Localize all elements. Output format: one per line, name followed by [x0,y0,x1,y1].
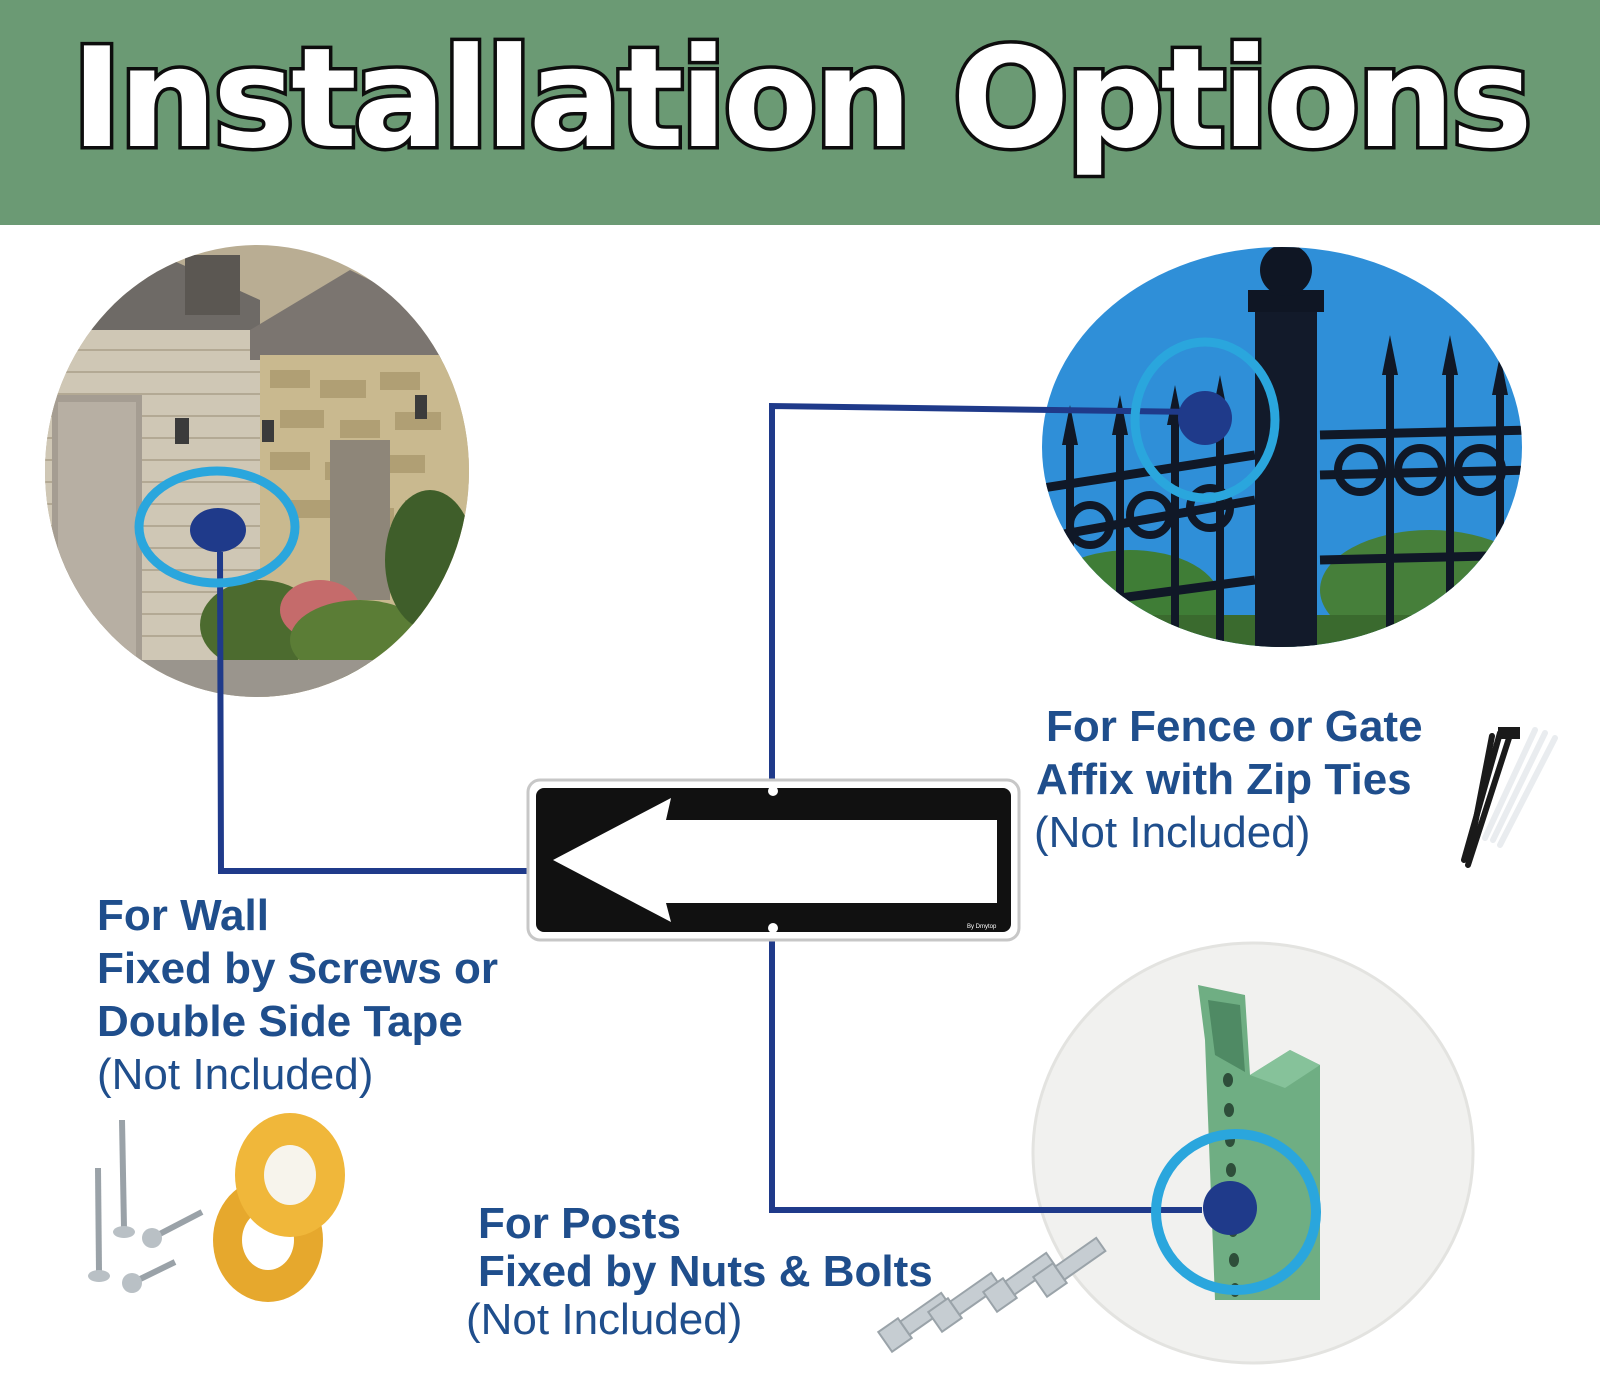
left-arrow-icon [553,798,997,922]
posts-option-title: For Posts [478,1199,681,1248]
header-banner: Installation Options [0,0,1600,225]
iron-fence-photo [1042,247,1522,647]
sign-maker-text: By Dmytop [967,924,997,930]
page-title: Installation Options [68,15,1536,183]
posts-option-note: (Not Included) [466,1295,743,1344]
u-channel-post-photo [1031,941,1475,1365]
posts-option-label: For Posts Fixed by Nuts & Bolts (Not Inc… [466,1199,933,1344]
fence-option-note: (Not Included) [1034,808,1311,857]
arrow-sign [526,778,1021,942]
posts-option-line2: Fixed by Nuts & Bolts [478,1247,933,1296]
post-target [1151,1129,1321,1295]
wall-option-title: For Wall [97,891,269,940]
nuts-bolts-icon [876,1236,1107,1354]
double-side-tape-icon [213,1113,345,1302]
fence-target [1130,337,1280,503]
screws-icon [88,1119,204,1293]
wall-option-line3: Double Side Tape [97,997,463,1046]
wall-target [134,466,300,588]
wall-option-label: For Wall Fixed by Screws or Double Side … [97,889,498,1101]
wall-option-note: (Not Included) [97,1050,374,1099]
connector-lines [217,402,1202,1213]
fence-option-label: For Fence or Gate Affix with Zip Ties (N… [1034,700,1423,859]
fence-option-line2: Affix with Zip Ties [1036,755,1412,804]
zip-ties-icon [1461,727,1558,868]
fence-option-title: For Fence or Gate [1046,702,1423,751]
wall-option-line2: Fixed by Screws or [97,944,499,993]
